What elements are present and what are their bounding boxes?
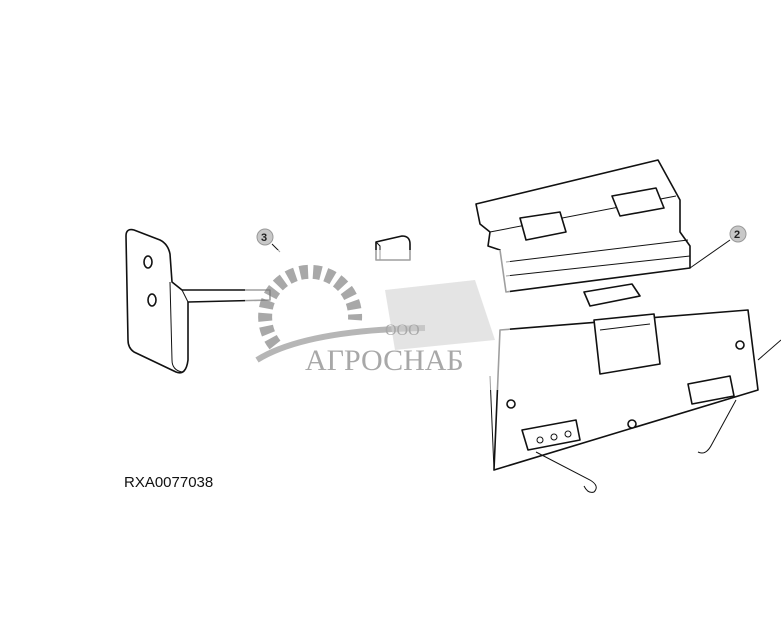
callout-2: 2 [689, 225, 747, 269]
callout-leader-line [757, 339, 781, 361]
mounting-rail [475, 159, 691, 307]
svg-text:ООО: ООО [385, 322, 420, 339]
circuit-board [489, 309, 759, 493]
svg-text:АГРОСНАБ: АГРОСНАБ [305, 344, 464, 377]
svg-text:2: 2 [734, 229, 740, 241]
harvester-icon [385, 280, 495, 350]
callout-3: 3 [256, 228, 281, 253]
figure-id-label: RXA0077038 [124, 474, 214, 491]
l-bracket [125, 228, 271, 374]
agrosnab-watermark-logo: ООО АГРОСНАБ [245, 250, 510, 390]
gear-icon [258, 264, 363, 350]
svg-text:3: 3 [261, 232, 267, 244]
